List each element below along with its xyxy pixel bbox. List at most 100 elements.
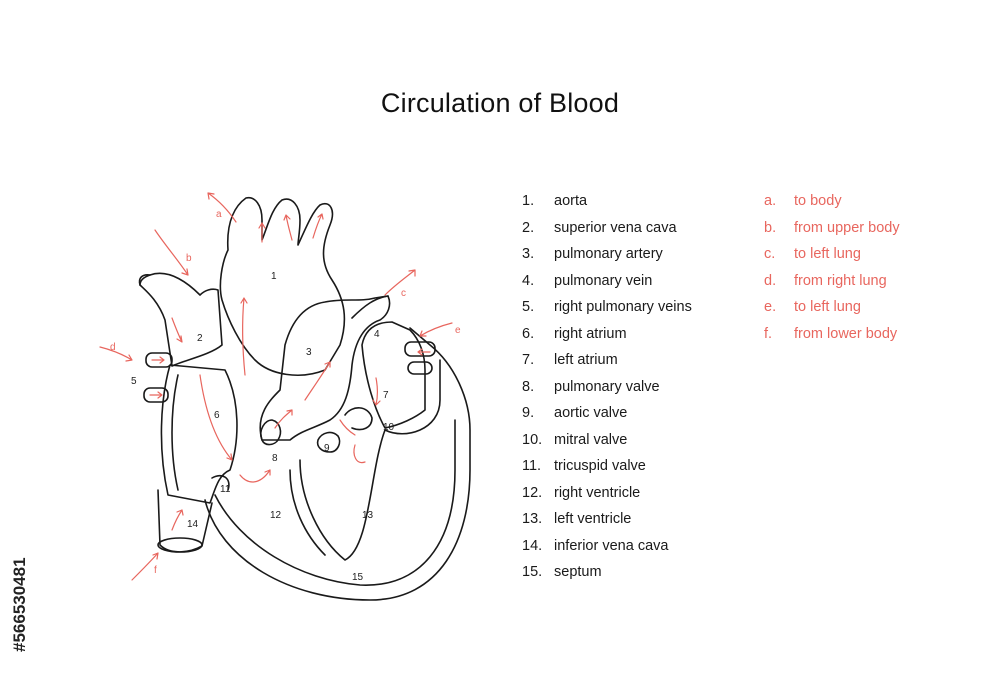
flow-pv-2: [149, 391, 163, 399]
label-c: c: [401, 288, 406, 299]
label-b: b: [186, 253, 192, 264]
inferior-vena-cava: [157, 489, 213, 553]
flows-letter: e.: [764, 299, 777, 315]
flows-row: b. from upper body: [764, 220, 900, 247]
flow-rv-up: [274, 409, 293, 429]
parts-row: 2. superior vena cava: [522, 220, 692, 247]
parts-number: 7.: [522, 352, 535, 368]
parts-number: 8.: [522, 378, 535, 395]
left-atrium: [361, 321, 426, 429]
tricuspid-valve: [211, 474, 230, 491]
parts-row: 7. left atrium: [522, 352, 692, 379]
mitral-valve: [344, 407, 373, 431]
flow-aorta-up-2: [283, 214, 293, 241]
parts-row: 14. inferior vena cava: [522, 538, 692, 565]
heart-diagram: 1 2 3 4 5 6 7 8 9 10 11 12 13 14 15 a b …: [99, 192, 471, 601]
flows-label: from upper body: [794, 219, 900, 236]
pulmonary-valve: [260, 419, 282, 446]
right-pulmonary-vein-lower: [143, 387, 169, 403]
diagram-title: Circulation of Blood: [380, 88, 620, 118]
flows-row: d. from right lung: [764, 273, 900, 300]
heart-outline: [138, 196, 471, 601]
flows-letter: a.: [764, 193, 777, 209]
parts-row: 1.aorta: [522, 193, 692, 220]
flows-letter: b.: [764, 219, 777, 236]
flows-label: to left lung: [794, 246, 861, 262]
parts-row: 6. right atrium: [522, 326, 692, 353]
blood-flow-arrows: [99, 192, 453, 581]
flow-arrow-c: [384, 269, 416, 296]
parts-label: right pulmonary veins: [554, 299, 692, 315]
parts-label: left atrium: [554, 352, 618, 368]
label-13: 13: [362, 510, 374, 521]
ivc-opening: [157, 537, 203, 553]
left-ventricle-wall: [384, 359, 441, 435]
flow-pv-1: [151, 356, 165, 364]
label-8: 8: [272, 453, 278, 464]
flows-row: a.to body: [764, 193, 900, 220]
parts-label: pulmonary vein: [554, 272, 653, 289]
parts-label: mitral valve: [554, 431, 628, 448]
flow-arrow-d: [99, 346, 133, 362]
left-pulmonary-vein-lower: [407, 361, 433, 375]
flow-lpv: [417, 348, 431, 356]
parts-row: 11.tricuspid valve: [522, 458, 692, 485]
right-pulmonary-vein-upper: [145, 352, 173, 368]
parts-row: 5. right pulmonary veins: [522, 299, 692, 326]
flow-la: [372, 377, 381, 406]
parts-number: 3.: [522, 246, 535, 262]
flow-arrow-f: [131, 552, 159, 581]
flows-letter: c.: [764, 246, 776, 262]
parts-label: superior vena cava: [554, 219, 677, 236]
flows-row: c. to left lung: [764, 246, 900, 273]
septum: [299, 429, 386, 561]
flow-aorta-in: [240, 297, 248, 376]
flow-pa: [304, 361, 331, 401]
parts-number: 1.: [522, 193, 535, 209]
label-14: 14: [187, 519, 199, 530]
aortic-valve: [316, 431, 341, 453]
parts-row: 12. right ventricle: [522, 485, 692, 512]
parts-row: 4.pulmonary vein: [522, 273, 692, 300]
diagram-number-labels: 1 2 3 4 5 6 7 8 9 10 11 12 13 14 15 a b …: [110, 209, 461, 583]
label-f: f: [154, 565, 157, 576]
parts-row: 9.aortic valve: [522, 405, 692, 432]
flows-row: e.to left lung: [764, 299, 900, 326]
parts-label: inferior vena cava: [554, 537, 669, 554]
parts-row: 15.septum: [522, 564, 692, 591]
parts-label: right atrium: [554, 325, 627, 342]
parts-row: 3.pulmonary artery: [522, 246, 692, 273]
flow-aorta-up-1: [258, 222, 266, 243]
parts-label: left ventricle: [554, 511, 632, 527]
parts-number: 15.: [522, 564, 543, 580]
label-9: 9: [324, 443, 330, 454]
flow-lv: [339, 419, 366, 464]
flow-ra: [199, 374, 233, 461]
parts-label: right ventricle: [554, 484, 641, 501]
parts-number: 9.: [522, 405, 535, 421]
flows-label: from right lung: [794, 272, 887, 289]
label-e: e: [455, 325, 461, 336]
pulmonary-artery: [259, 295, 391, 441]
label-10: 10: [383, 422, 395, 433]
parts-number: 14.: [522, 537, 543, 554]
parts-number: 13.: [522, 511, 543, 527]
pulmonary-artery-branch: [351, 295, 389, 319]
flow-rv: [239, 469, 271, 483]
superior-vena-cava: [139, 272, 223, 367]
parts-number: 5.: [522, 299, 535, 315]
flows-row: f.from lower body: [764, 326, 900, 353]
heart-inner: [214, 419, 456, 586]
label-1: 1: [271, 271, 277, 282]
label-11: 11: [220, 484, 231, 495]
parts-row: 10.mitral valve: [522, 432, 692, 459]
parts-number: 12.: [522, 484, 543, 501]
flow-arrow-b: [154, 229, 189, 276]
flow-svc: [171, 317, 183, 343]
parts-number: 2.: [522, 219, 535, 236]
flow-aorta-up-3: [312, 213, 324, 239]
right-atrium: [160, 364, 238, 504]
flows-letter: d.: [764, 272, 777, 289]
label-15: 15: [352, 572, 364, 583]
parts-number: 6.: [522, 325, 535, 342]
